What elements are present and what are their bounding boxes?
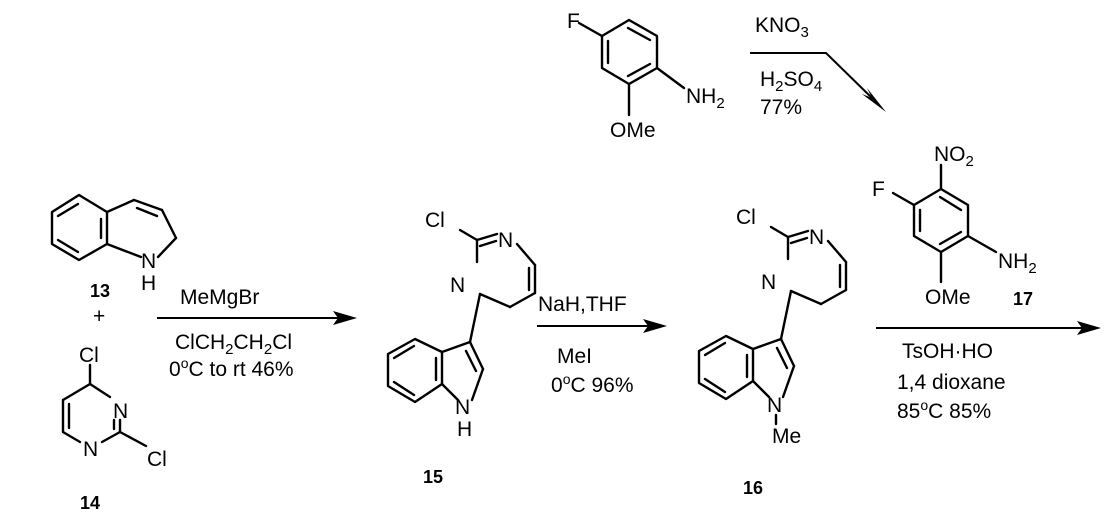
compound-15-nh-h: H xyxy=(457,418,472,441)
compound-16-bonds xyxy=(697,225,848,426)
compound-14-dichloropyrimidine: Cl N N Cl 14 xyxy=(61,344,167,513)
aniline-ome: OMe xyxy=(610,119,656,142)
compound-15-cl: Cl xyxy=(425,209,445,232)
compound-14-label: 14 xyxy=(80,493,100,513)
compound-17-label: 17 xyxy=(1013,289,1033,309)
compound-13-label: 13 xyxy=(90,281,110,301)
compound-16-me: Me xyxy=(772,425,801,448)
step-2-reagent-mei: MeI xyxy=(557,345,592,368)
indole-13-n: N xyxy=(141,250,156,273)
compound-15-n-top: N xyxy=(498,229,513,252)
compound-15-n-left: N xyxy=(450,274,465,297)
nitration-yield: 77% xyxy=(760,96,802,119)
compound-16-n-left: N xyxy=(761,271,776,294)
pyrimidine-14-n-top: N xyxy=(113,400,128,423)
compound-17-ome: OMe xyxy=(925,286,971,309)
nitration-reagent-kno3: KNO3 xyxy=(755,14,809,41)
compound-16: Cl N N N Me 16 xyxy=(697,206,848,498)
aniline-starting-material: F NH2 OMe xyxy=(567,10,725,142)
step-1-reagent-solvent: ClCH2CH2Cl xyxy=(175,331,292,358)
step-1-reagent-above: MeMgBr xyxy=(180,286,259,309)
reaction-arrow-step-3 xyxy=(876,321,1101,335)
compound-15: Cl N N N H 15 xyxy=(386,209,537,487)
reaction-arrow-step-2 xyxy=(537,319,667,333)
compound-16-n-methyl: N xyxy=(767,394,782,417)
pyrimidine-14-cl-right: Cl xyxy=(147,448,167,471)
compound-15-label: 15 xyxy=(423,467,443,487)
pyrimidine-14-cl-top: Cl xyxy=(79,344,99,367)
compound-17-no2: NO2 xyxy=(934,143,974,170)
compound-16-cl: Cl xyxy=(736,206,756,229)
aniline-bonds xyxy=(577,18,686,117)
compound-17-nh2: NH2 xyxy=(998,250,1037,277)
compound-15-bonds xyxy=(386,228,537,404)
step-1-conditions: 0oC to rt 46% xyxy=(169,355,294,381)
compound-15-nh-n: N xyxy=(455,396,470,419)
compound-17-bonds xyxy=(891,163,998,284)
indole-13-bonds xyxy=(50,193,178,262)
compound-17-f: F xyxy=(872,178,885,201)
plus-sign: + xyxy=(93,305,105,328)
step-3-conditions: 85oC 85% xyxy=(897,397,991,423)
step-3-reagent-tsoh: TsOH·HO xyxy=(902,340,993,363)
aniline-f: F xyxy=(567,10,580,33)
indole-13-h: H xyxy=(141,272,156,295)
compound-17: NO2 F NH2 OMe 17 xyxy=(872,143,1037,309)
nitration-reagent-h2so4: H2SO4 xyxy=(760,68,822,95)
step-3-solvent: 1,4 dioxane xyxy=(897,371,1006,394)
pyrimidine-14-n-bottom: N xyxy=(83,438,98,461)
reaction-arrow-nitration xyxy=(750,52,886,112)
compound-16-n-top: N xyxy=(809,226,824,249)
step-2-conditions: 0oC 96% xyxy=(551,371,634,397)
aniline-nh2: NH2 xyxy=(686,85,725,112)
reaction-arrow-step-1 xyxy=(157,311,357,325)
step-2-reagent-above: NaH,THF xyxy=(538,293,627,316)
compound-13-indole: N H 13 xyxy=(50,193,178,301)
pyrimidine-14-bonds xyxy=(61,363,148,448)
compound-16-label: 16 xyxy=(743,478,763,498)
